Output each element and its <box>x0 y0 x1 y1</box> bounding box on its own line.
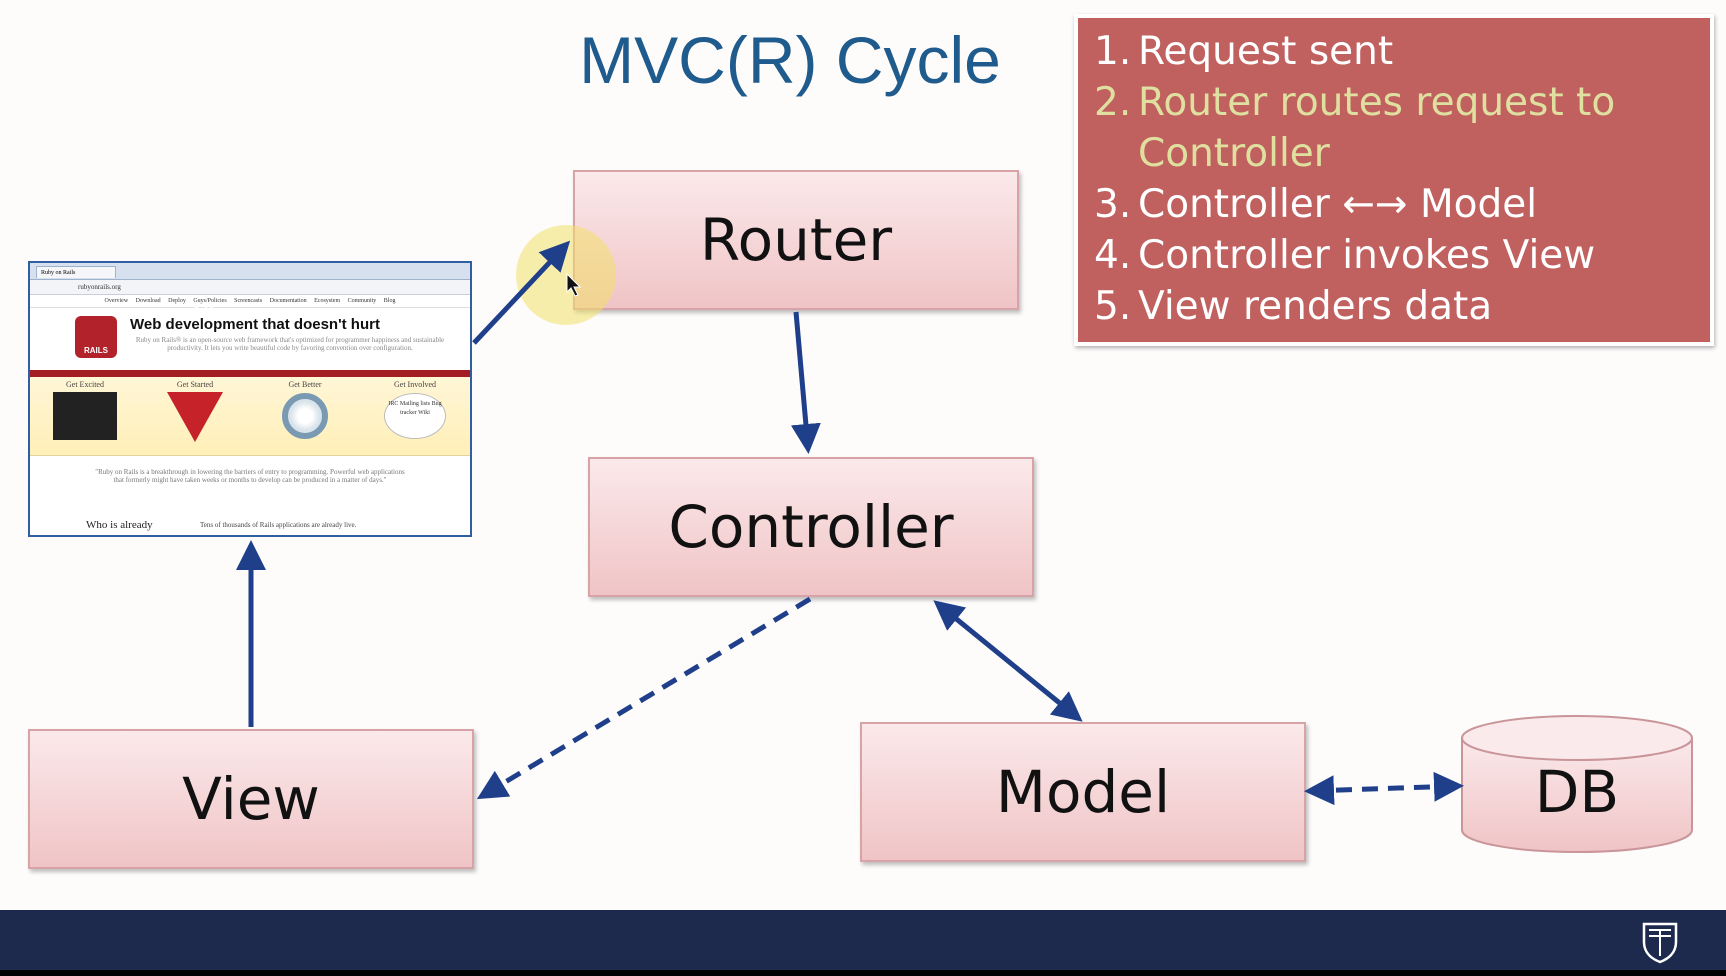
arrow-model-db <box>1304 771 1464 806</box>
model-node: Model <box>860 722 1306 862</box>
browser-hero: RAILS Web development that doesn't hurt … <box>30 308 470 370</box>
browser-red-bar <box>30 370 470 377</box>
steps-list: 1. Request sent 2. Router routes request… <box>1078 18 1710 342</box>
terminal-icon <box>53 392 117 440</box>
browser-subhead: Ruby on Rails® is an open-source web fra… <box>135 336 445 352</box>
browser-col-better: Get Better <box>250 377 360 455</box>
browser-col-label: Get Started <box>176 380 214 389</box>
book-cover-icon <box>282 393 328 439</box>
browser-tabbar <box>30 263 470 280</box>
step-3: 3. Controller ←→ Model <box>1094 179 1696 230</box>
browser-nav: Overview Download Deploy Guys/Policies S… <box>30 295 470 308</box>
slide-title: MVC(R) Cycle <box>579 23 1001 97</box>
db-label: DB <box>1534 758 1620 826</box>
steps-panel: 1. Request sent 2. Router routes request… <box>1074 14 1714 346</box>
browser-col-label: Get Better <box>288 380 322 389</box>
browser-col-label: Get Involved <box>394 380 436 389</box>
controller-node: Controller <box>588 457 1034 597</box>
step-text: Router routes request to Controller <box>1138 80 1616 176</box>
browser-quote: "Ruby on Rails is a breakthrough in lowe… <box>95 468 405 484</box>
footer-bar <box>0 910 1726 970</box>
step-number: 1. <box>1094 29 1132 74</box>
rails-logo: RAILS <box>75 316 117 358</box>
step-number: 4. <box>1094 233 1132 278</box>
step-1: 1. Request sent <box>1094 26 1696 77</box>
step-number: 3. <box>1094 182 1132 227</box>
arrow-controller-to-view <box>476 596 812 800</box>
browser-tens: Tens of thousands of Rails applications … <box>200 521 357 529</box>
speech-bubble: IRC Mailing lists Bug tracker Wiki <box>384 393 446 439</box>
browser-address: rubyonrails.org <box>30 280 470 295</box>
router-node: Router <box>573 170 1019 310</box>
step-2: 2. Router routes request to Controller <box>1094 77 1696 179</box>
browser-who: Who is already <box>86 519 153 531</box>
arrow-controller-model <box>933 600 1083 722</box>
download-arrow-icon <box>167 392 223 442</box>
step-number: 2. <box>1094 80 1132 125</box>
step-text: View renders data <box>1138 284 1493 329</box>
step-4: 4. Controller invokes View <box>1094 230 1696 281</box>
arrow-router-to-controller <box>790 311 821 454</box>
browser-headline: Web development that doesn't hurt <box>130 316 380 333</box>
step-text: Request sent <box>1138 29 1394 74</box>
step-text: Controller invokes View <box>1138 233 1596 278</box>
step-text: Controller ←→ Model <box>1138 182 1538 227</box>
step-5: 5. View renders data <box>1094 281 1696 332</box>
arrow-browser-to-router <box>472 240 571 345</box>
view-node: View <box>28 729 474 869</box>
step-number: 5. <box>1094 284 1132 329</box>
browser-screenshot: Ruby on Rails rubyonrails.org Overview D… <box>28 261 472 537</box>
university-shield-icon <box>1642 922 1678 964</box>
browser-col-started: Get Started <box>140 377 250 455</box>
browser-tab: Ruby on Rails <box>36 266 116 278</box>
browser-col-involved: Get Involved IRC Mailing lists Bug track… <box>360 377 470 455</box>
browser-columns: Get Excited Get Started Get Better Get I… <box>30 377 470 456</box>
browser-col-excited: Get Excited <box>30 377 140 455</box>
browser-col-label: Get Excited <box>66 380 104 389</box>
slide: MVC(R) Cycle Router Controller View Mode… <box>0 0 1726 910</box>
download-version: 3.0 <box>191 301 214 318</box>
